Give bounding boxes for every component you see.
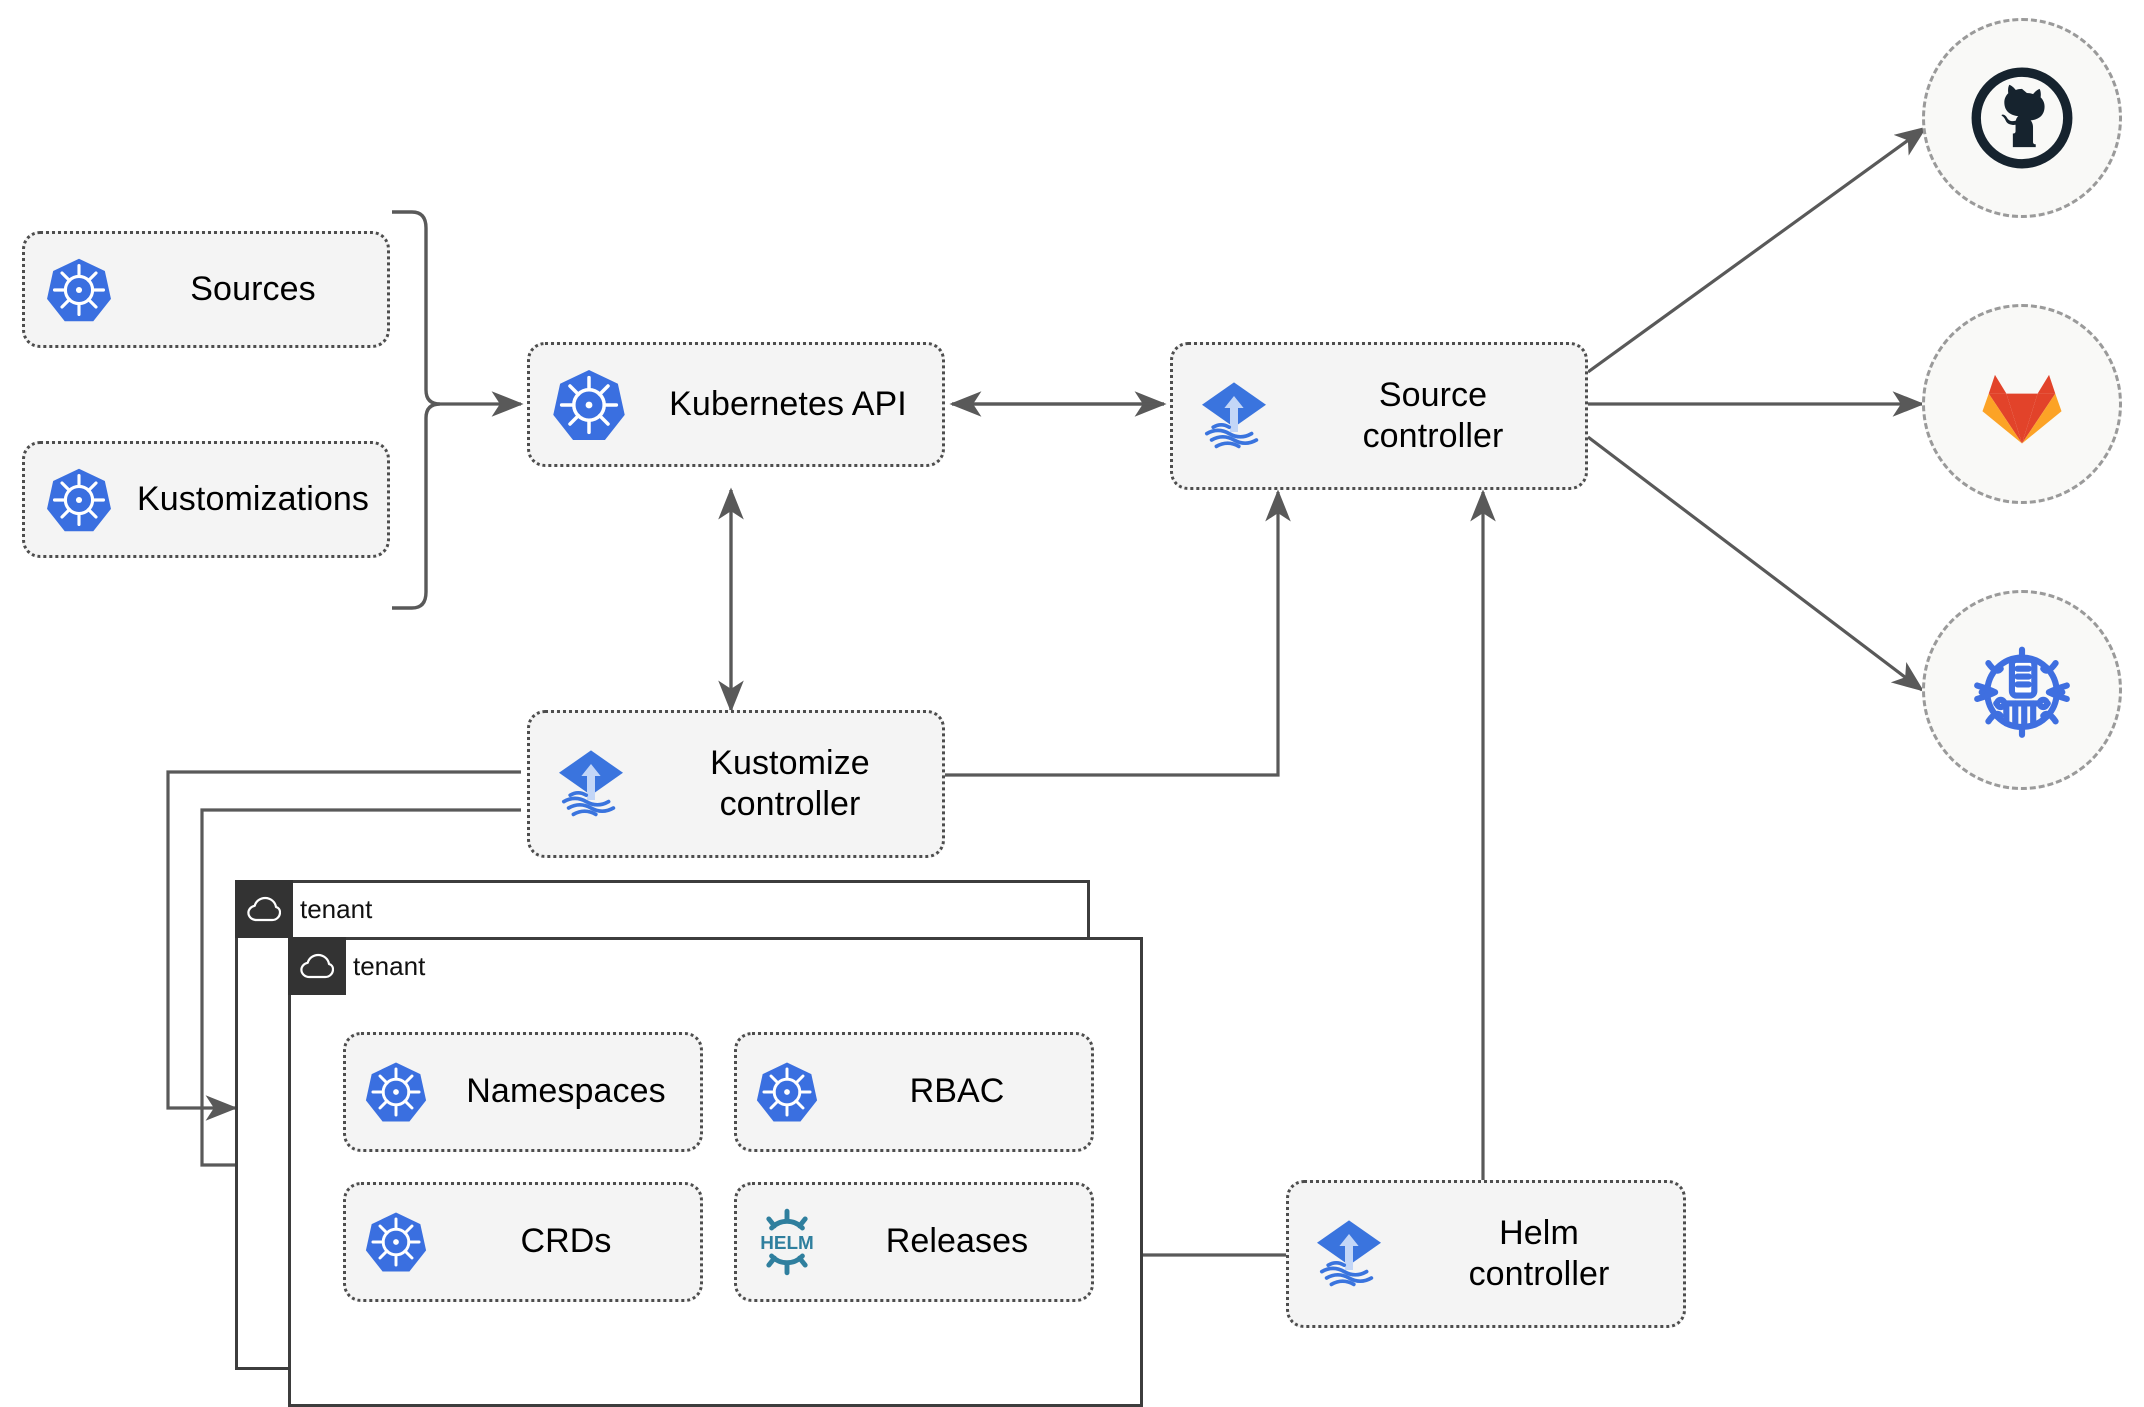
resource-label: Sources <box>190 269 316 308</box>
resource-card-kustomizations[interactable]: Kustomizations <box>22 441 390 558</box>
helm-controller-card[interactable]: Helm controller <box>1286 1180 1686 1328</box>
kubernetes-icon <box>530 367 648 443</box>
cloud-icon <box>235 880 293 938</box>
source-controller-label: Source controller <box>1362 375 1504 455</box>
flux-icon <box>1289 1214 1409 1294</box>
gitlab-icon <box>1982 374 2062 444</box>
provider-gitlab[interactable] <box>1922 304 2122 504</box>
kubernetes-icon <box>25 256 133 324</box>
kustomize-controller-label: Kustomize controller <box>710 743 870 823</box>
cloud-icon-glyph <box>247 896 281 922</box>
source-controller-card[interactable]: Source controller <box>1170 342 1588 490</box>
cloud-icon <box>288 937 346 995</box>
kubernetes-icon <box>737 1060 837 1124</box>
tenant-object-label: Namespaces <box>466 1072 666 1111</box>
kustomize-controller-card[interactable]: Kustomize controller <box>527 710 945 858</box>
cloud-icon-glyph <box>300 953 334 979</box>
kubernetes-api-card[interactable]: Kubernetes API <box>527 342 945 467</box>
helm-controller-label: Helm controller <box>1468 1213 1610 1293</box>
svg-text:HELM: HELM <box>760 1233 814 1254</box>
kubernetes-icon <box>346 1060 446 1124</box>
tenant-object-releases[interactable]: HELM Releases <box>734 1182 1094 1302</box>
github-icon <box>1971 67 2073 169</box>
tenant-container-front: tenant <box>288 937 1143 1407</box>
flux-icon <box>530 744 652 824</box>
tenant-object-crds[interactable]: CRDs <box>343 1182 703 1302</box>
tenant-object-namespaces[interactable]: Namespaces <box>343 1032 703 1152</box>
resource-label: Kustomizations <box>137 479 369 518</box>
tenant-object-rbac[interactable]: RBAC <box>734 1032 1094 1152</box>
tenant-label: tenant <box>300 893 373 924</box>
kubernetes-icon <box>346 1210 446 1274</box>
flux-icon <box>1173 376 1295 456</box>
provider-harbor[interactable] <box>1922 590 2122 790</box>
tenant-label: tenant <box>353 950 426 981</box>
tenant-object-label: CRDs <box>520 1222 612 1261</box>
resource-card-sources[interactable]: Sources <box>22 231 390 348</box>
kubernetes-icon <box>25 466 133 534</box>
tenant-object-label: Releases <box>885 1222 1029 1261</box>
kubernetes-api-label: Kubernetes API <box>669 384 907 423</box>
helm-icon: HELM <box>737 1207 837 1277</box>
tenant-object-label: RBAC <box>909 1072 1005 1111</box>
provider-github[interactable] <box>1922 18 2122 218</box>
harbor-icon <box>1974 646 2070 738</box>
